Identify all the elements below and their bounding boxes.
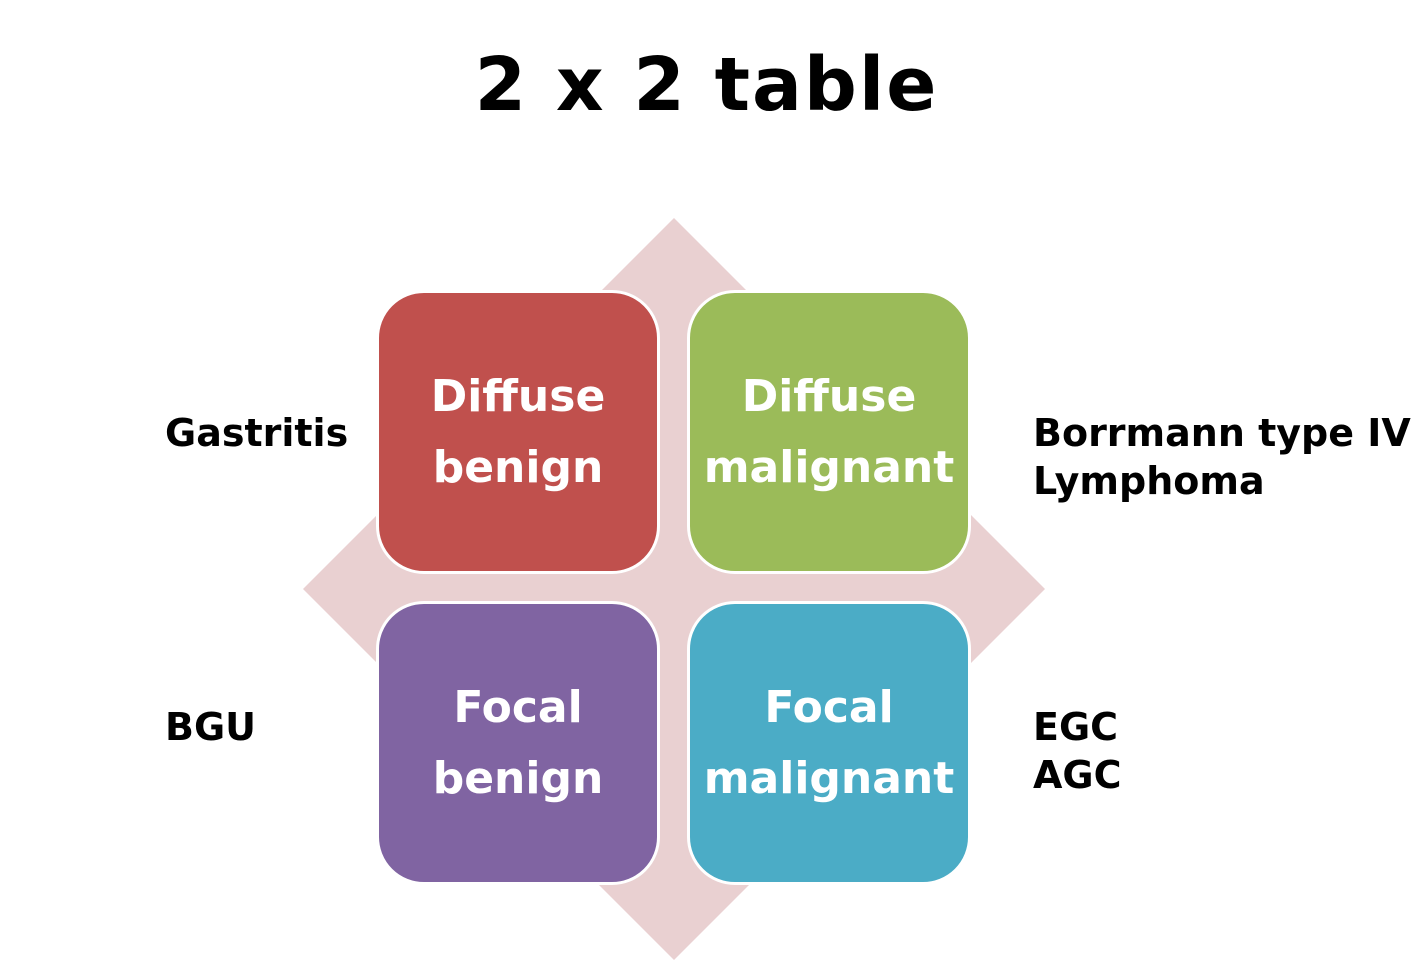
quadrant-line-1: Diffuse (430, 371, 606, 422)
label-diffuse-malignant-examples: Borrmann type IV Lymphoma (1033, 409, 1411, 505)
label-focal-malignant-examples: EGC AGC (1033, 703, 1122, 799)
quadrant-line-2: benign (432, 442, 604, 493)
side-label-line: EGC (1033, 705, 1119, 749)
quadrant-line-1: Focal (453, 682, 583, 733)
quadrant-focal-malignant: Focal malignant (687, 601, 971, 885)
quadrant-line-1: Diffuse (741, 371, 917, 422)
quadrant-line-2: malignant (703, 442, 955, 493)
label-bgu: BGU (165, 703, 256, 751)
side-label-line: Borrmann type IV (1033, 411, 1411, 455)
side-label-line: AGC (1033, 753, 1122, 797)
quadrant-diffuse-malignant: Diffuse malignant (687, 290, 971, 574)
label-gastritis: Gastritis (165, 409, 348, 457)
quadrant-line-2: benign (432, 753, 604, 804)
side-label-line: Gastritis (165, 411, 349, 455)
side-label-line: Lymphoma (1033, 459, 1265, 503)
quadrant-line-1: Focal (764, 682, 894, 733)
quadrant-focal-benign: Focal benign (376, 601, 660, 885)
quadrant-line-2: malignant (703, 753, 955, 804)
page-title: 2 x 2 table (474, 42, 939, 128)
side-label-line: BGU (165, 705, 257, 749)
quadrant-diffuse-benign: Diffuse benign (376, 290, 660, 574)
